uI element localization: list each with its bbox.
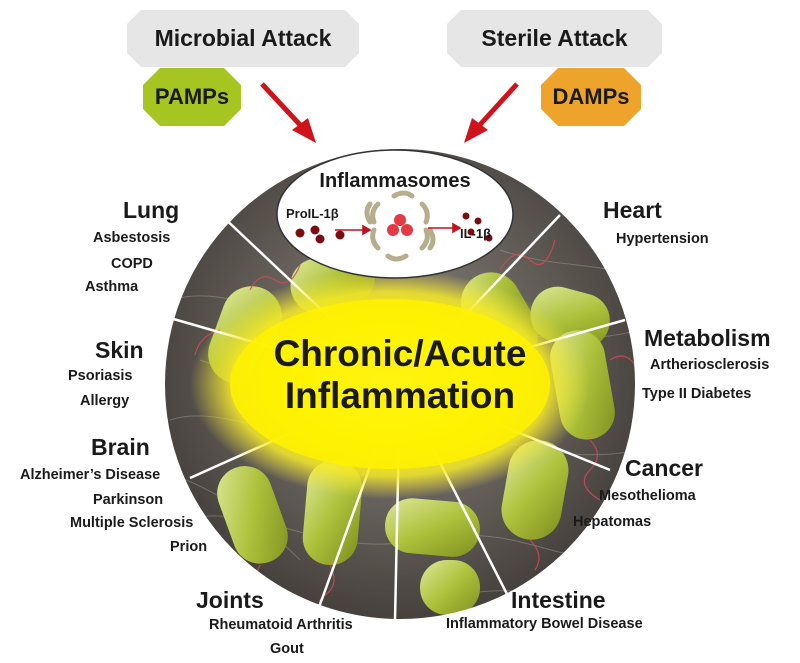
disease-gout: Gout — [270, 641, 304, 657]
disease-ibd: Inflammatory Bowel Disease — [446, 616, 643, 632]
proil-molecules — [295, 225, 345, 244]
il-molecules — [462, 212, 493, 242]
disease-mesothelioma: Mesothelioma — [599, 488, 696, 504]
disease-rheumatoid-arthritis: Rheumatoid Arthritis — [209, 617, 353, 633]
organ-intestine-title: Intestine — [511, 587, 606, 613]
pamps-box: PAMPs — [143, 68, 241, 126]
organ-cancer-title: Cancer — [625, 455, 703, 481]
arrow-sterile — [464, 82, 519, 143]
damps-label: DAMPs — [552, 84, 630, 109]
disease-psoriasis: Psoriasis — [68, 368, 133, 384]
disease-hepatomas: Hepatomas — [573, 514, 652, 530]
pamps-label: PAMPs — [154, 84, 230, 109]
sterile-attack-label: Sterile Attack — [481, 25, 628, 51]
sterile-attack-box: Sterile Attack — [447, 10, 662, 67]
organ-heart-title: Heart — [603, 197, 662, 223]
damps-box: DAMPs — [541, 68, 641, 126]
central-title: Chronic/Acute Inflammation — [230, 333, 570, 417]
disease-hypertension: Hypertension — [616, 231, 709, 247]
inflammasome-bubble — [276, 149, 514, 279]
proil-label: ProIL-1β — [286, 206, 339, 221]
disease-allergy: Allergy — [80, 393, 130, 409]
organ-joints-title: Joints — [196, 587, 264, 613]
inflammasomes-title: Inflammasomes — [319, 170, 471, 192]
disease-alzheimers: Alzheimer’s Disease — [20, 467, 161, 483]
microbial-attack-label: Microbial Attack — [154, 25, 332, 51]
conversion-arrows — [335, 222, 462, 236]
organ-skin-title: Skin — [95, 337, 144, 363]
disease-prion: Prion — [170, 539, 208, 555]
disease-asthma: Asthma — [85, 279, 139, 295]
arrow-microbial — [260, 82, 316, 143]
central-title-line1: Chronic/Acute — [273, 333, 527, 374]
il-label: IL-1β — [460, 226, 492, 241]
disease-artheriosclerosis: Artheriosclerosis — [650, 357, 770, 373]
disease-copd: COPD — [111, 256, 153, 272]
disease-asbestosis: Asbestosis — [93, 230, 171, 246]
organ-metabolism-title: Metabolism — [644, 325, 771, 351]
central-title-line2: Inflammation — [284, 375, 516, 416]
inflammasome-complex — [364, 190, 436, 262]
organ-lung-title: Lung — [123, 197, 180, 223]
disease-parkinson: Parkinson — [93, 492, 164, 508]
microbial-attack-box: Microbial Attack — [127, 10, 359, 67]
organ-brain-title: Brain — [91, 434, 150, 460]
disease-type2-diabetes: Type II Diabetes — [642, 386, 752, 402]
disease-multiple-sclerosis: Multiple Sclerosis — [70, 515, 194, 531]
